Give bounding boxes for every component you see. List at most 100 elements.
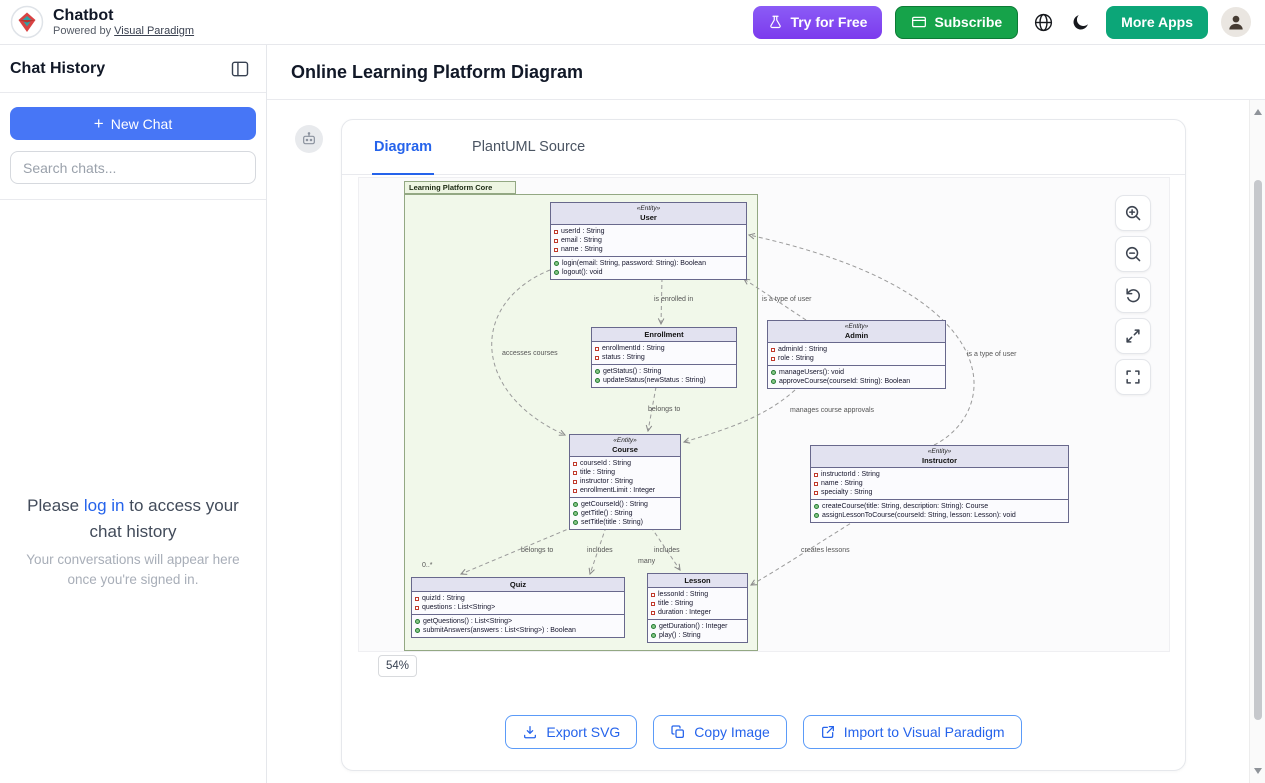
uml-methods: manageUsers(): void approveCourse(courseI…	[768, 365, 945, 388]
fit-view-button[interactable]	[1115, 318, 1151, 354]
zoom-out-button[interactable]	[1115, 236, 1151, 272]
public-method-icon	[573, 511, 578, 516]
uml-member-text: userId : String	[561, 228, 605, 235]
uml-member-text: enrollmentLimit : Integer	[580, 487, 656, 494]
uml-edges-layer	[459, 232, 975, 586]
uml-edge-label: belongs to	[648, 406, 681, 413]
uml-member-text: logout(): void	[562, 269, 603, 276]
private-field-icon	[814, 490, 818, 495]
private-field-icon	[651, 592, 655, 597]
uml-attribute-row: adminId : String	[771, 345, 942, 354]
uml-stereotype: «Entity»	[636, 205, 661, 212]
uml-edge-label: 0..*	[422, 562, 433, 569]
fullscreen-button[interactable]	[1115, 359, 1151, 395]
copy-image-button[interactable]: Copy Image	[653, 715, 787, 749]
new-chat-button[interactable]: + New Chat	[10, 107, 256, 140]
reset-zoom-button[interactable]	[1115, 277, 1151, 313]
uml-method-row: submitAnswers(answers : List<String>) : …	[415, 626, 621, 635]
uml-method-row: getStatus() : String	[595, 367, 733, 376]
uml-method-row: manageUsers(): void	[771, 368, 942, 377]
more-apps-button[interactable]: More Apps	[1106, 5, 1208, 39]
login-link[interactable]: log in	[83, 496, 125, 515]
uml-class-name: Lesson	[684, 576, 711, 585]
uml-member-text: name : String	[821, 480, 863, 487]
sidebar-header: Chat History	[0, 45, 266, 93]
uml-attribute-row: name : String	[554, 245, 743, 254]
uml-edge-admin-course	[682, 389, 796, 444]
uml-member-text: manageUsers(): void	[779, 369, 844, 376]
tab-diagram[interactable]: Diagram	[372, 120, 435, 175]
login-message: Please log in to access your chat histor…	[16, 493, 250, 544]
uml-stereotype: «Entity»	[927, 448, 952, 455]
flask-icon	[770, 15, 782, 28]
private-field-icon	[771, 347, 775, 352]
uml-stereotype: «Entity»	[844, 323, 869, 330]
reset-rotate-icon	[1126, 288, 1140, 303]
zoom-level-badge: 54%	[378, 655, 418, 677]
uml-package-label: Learning Platform Core	[404, 181, 516, 194]
uml-attribute-row: specialty : String	[814, 488, 1065, 497]
user-avatar[interactable]	[1221, 7, 1251, 37]
private-field-icon	[573, 488, 577, 493]
uml-attribute-row: userId : String	[554, 227, 743, 236]
public-method-icon	[651, 624, 656, 629]
subscribe-label: Subscribe	[934, 14, 1003, 30]
language-globe-button[interactable]	[1031, 10, 1056, 35]
private-field-icon	[771, 356, 775, 361]
uml-edge-label: is a type of user	[762, 296, 812, 303]
uml-method-row: logout(): void	[554, 268, 743, 277]
more-apps-label: More Apps	[1121, 14, 1193, 30]
scrollbar-thumb[interactable]	[1254, 180, 1262, 720]
tab-plantuml-source[interactable]: PlantUML Source	[470, 120, 587, 175]
zoom-in-button[interactable]	[1115, 195, 1151, 231]
main-layout: Chat History + New Chat Please log in to…	[0, 45, 1265, 783]
visual-paradigm-link[interactable]: Visual Paradigm	[114, 24, 195, 37]
header-actions: Try for Free Subscribe	[753, 5, 1251, 39]
globe-icon	[1035, 13, 1053, 31]
scroll-down-arrow[interactable]	[1250, 763, 1265, 779]
login-message-pre: Please	[27, 496, 80, 515]
uml-member-text: getQuestions() : List<String>	[423, 618, 513, 625]
search-chats-input[interactable]	[10, 151, 256, 184]
try-for-free-button[interactable]: Try for Free	[753, 5, 883, 39]
diagram-viewport[interactable]: Learning Platform Core «Entity»User userId…	[358, 177, 1170, 652]
uml-methods: createCourse(title: String, description:…	[811, 499, 1068, 522]
uml-edge-label: is a type of user	[967, 351, 1017, 358]
dark-mode-toggle[interactable]	[1069, 10, 1093, 34]
scroll-up-arrow[interactable]	[1250, 104, 1265, 120]
uml-attribute-row: title : String	[651, 599, 744, 608]
uml-attribute-row: instructorId : String	[814, 470, 1065, 479]
subscribe-button[interactable]: Subscribe	[895, 5, 1019, 39]
uml-class-name: Quiz	[509, 580, 527, 589]
private-field-icon	[415, 605, 419, 610]
credit-card-icon	[912, 16, 927, 28]
uml-member-text: name : String	[561, 246, 603, 253]
uml-class-header: «Entity»User	[551, 203, 746, 225]
private-field-icon	[814, 472, 818, 477]
uml-method-row: createCourse(title: String, description:…	[814, 502, 1065, 511]
panel-collapse-icon	[231, 61, 249, 76]
uml-class-name: Admin	[844, 331, 869, 340]
uml-attribute-row: instructor : String	[573, 477, 677, 486]
uml-member-text: approveCourse(courseId: String): Boolean	[779, 378, 911, 385]
export-svg-button[interactable]: Export SVG	[505, 715, 638, 749]
new-chat-label: New Chat	[110, 115, 173, 132]
uml-edge-label: includes	[654, 547, 680, 554]
private-field-icon	[573, 470, 577, 475]
public-method-icon	[771, 370, 776, 375]
public-method-icon	[573, 502, 578, 507]
copy-icon	[671, 725, 685, 738]
public-method-icon	[771, 379, 776, 384]
uml-method-row: getDuration() : Integer	[651, 622, 744, 631]
plus-icon: +	[93, 114, 104, 133]
uml-class-header: «Entity»Instructor	[811, 446, 1068, 468]
import-to-visual-paradigm-button[interactable]: Import to Visual Paradigm	[802, 715, 1022, 749]
uml-edge-label: manages course approvals	[790, 407, 875, 414]
private-field-icon	[554, 238, 558, 243]
collapse-sidebar-button[interactable]	[228, 57, 252, 81]
import-to-visual-paradigm-label: Import to Visual Paradigm	[843, 724, 1005, 740]
